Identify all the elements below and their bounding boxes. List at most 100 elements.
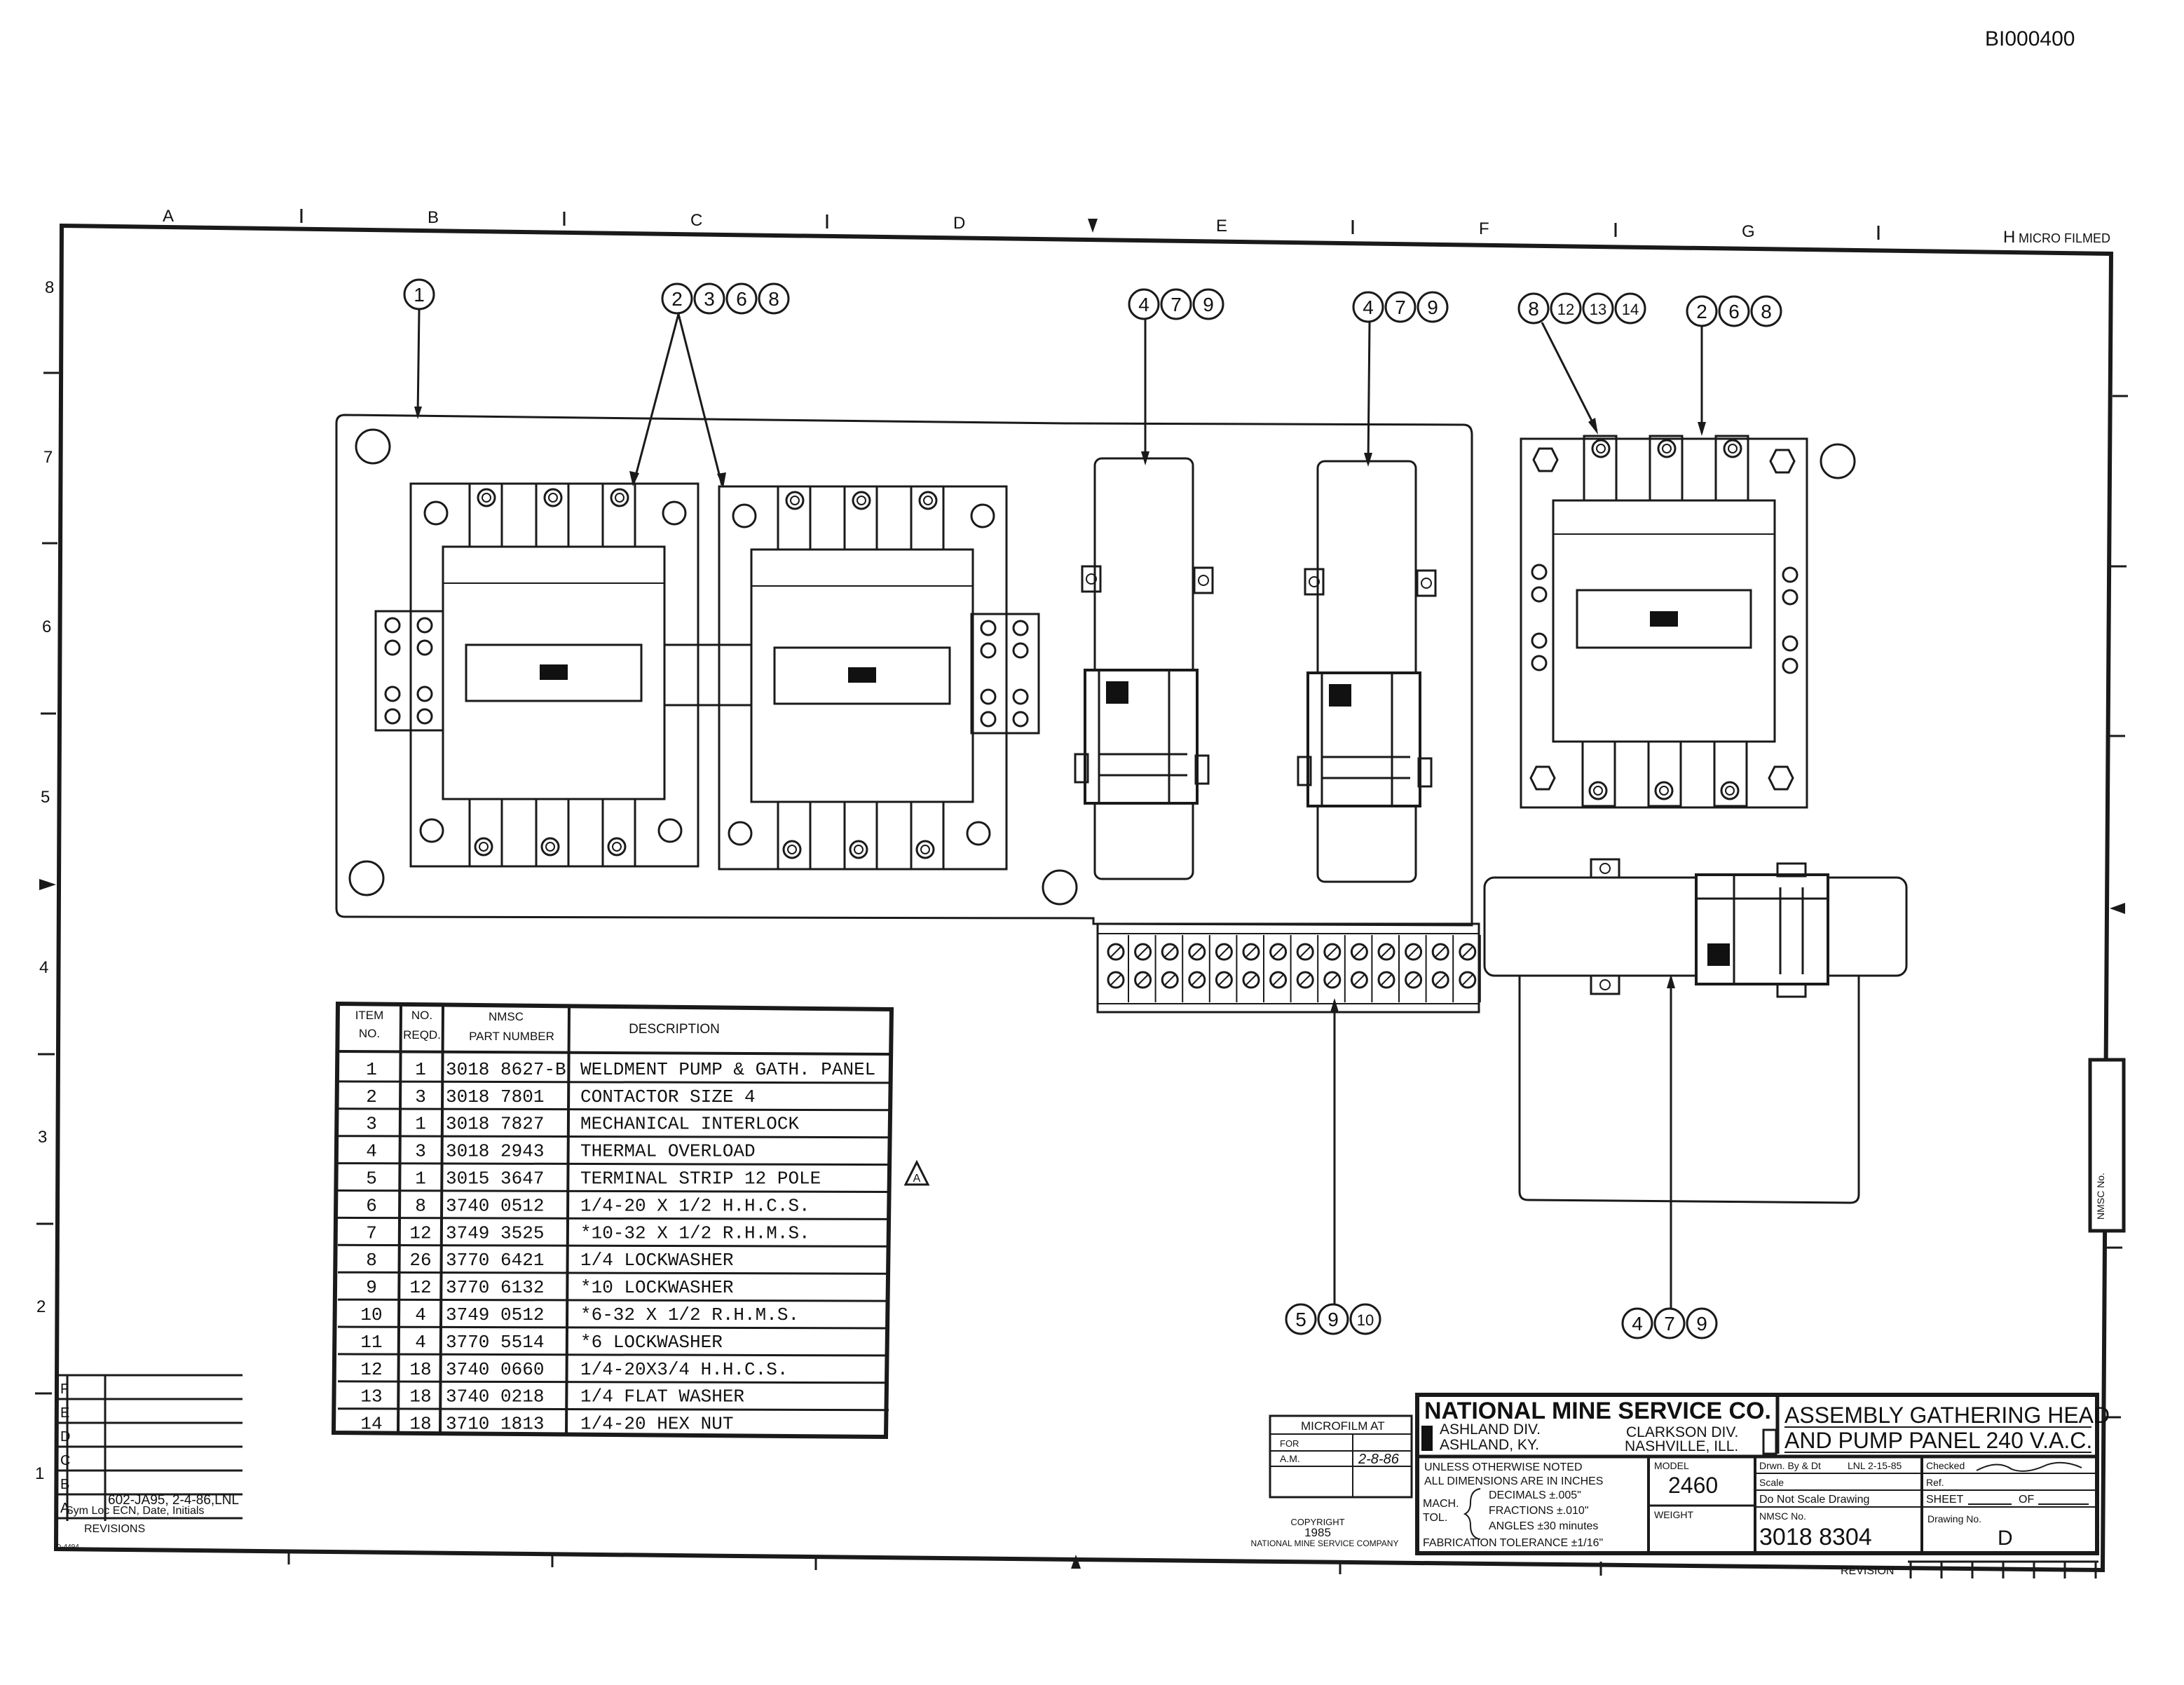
bom-part-number: 3770 5514: [446, 1332, 544, 1353]
revision-letter: D: [60, 1429, 70, 1445]
do-not-scale-note: Do Not Scale Drawing: [1759, 1494, 1869, 1506]
bom-description: WELDMENT PUMP & GATH. PANEL: [580, 1059, 875, 1080]
svg-text:9: 9: [1696, 1313, 1707, 1335]
revision-label: REVISION: [1841, 1565, 1894, 1577]
contactor-1: [374, 482, 699, 868]
checked-signature: [1976, 1461, 2082, 1472]
bom-quantity: 26: [409, 1250, 431, 1271]
mounting-hole: [348, 860, 385, 896]
zone-col-e: E: [1216, 217, 1227, 236]
svg-text:4: 4: [1632, 1313, 1643, 1335]
terminal-screw: [1242, 943, 1260, 961]
revisions-header: Sym Loc ECN, Date, Initials: [66, 1505, 204, 1517]
zone-row-2: 2: [36, 1297, 46, 1316]
balloon-callouts: 1 2 3 6 8 4 7 9: [403, 278, 1782, 1339]
bom-part-number: 3740 0218: [446, 1386, 544, 1407]
terminal-screw: [1242, 971, 1260, 989]
revision-letter: B: [60, 1477, 69, 1492]
svg-text:14: 14: [1622, 301, 1639, 318]
form-number: D-4494: [56, 1543, 79, 1551]
bom-header-description: DESCRIPTION: [629, 1022, 720, 1037]
tolerance-mach: MACH.: [1423, 1498, 1459, 1510]
svg-text:1: 1: [414, 284, 425, 306]
terminal-screw: [1405, 971, 1423, 989]
checked-label: Checked: [1926, 1460, 1965, 1471]
bom-header-item-2: NO.: [359, 1027, 380, 1040]
svg-text:13: 13: [1590, 301, 1606, 318]
svg-text:12: 12: [1557, 301, 1574, 318]
drawing-title-1: ASSEMBLY GATHERING HEAD: [1784, 1403, 2110, 1428]
bom-item-number: 9: [366, 1277, 377, 1298]
bom-part-number: 3740 0512: [446, 1195, 544, 1216]
bom-item-number: 14: [360, 1414, 382, 1435]
zone-labels-left: 8 7 6 5 4 3 2 1: [35, 278, 59, 1483]
zone-col-a: A: [163, 207, 174, 226]
bom-quantity: 12: [409, 1222, 431, 1243]
svg-text:5: 5: [1295, 1309, 1306, 1330]
nmsc-number-label: NMSC No.: [1759, 1510, 1806, 1522]
bom-description: 1/4-20X3/4 H.H.C.S.: [580, 1359, 788, 1380]
mounting-hole: [1042, 869, 1078, 906]
terminal-screw: [1188, 943, 1206, 961]
bom-description: MECHANICAL INTERLOCK: [580, 1114, 799, 1135]
microfilm-for-label: FOR: [1280, 1438, 1299, 1449]
revision-letter: F: [60, 1382, 69, 1397]
balloon-items-4-7-9-c: 4 7 9: [1621, 974, 1718, 1339]
svg-text:7: 7: [1664, 1313, 1675, 1335]
bom-description: *10-32 X 1/2 R.H.M.S.: [580, 1222, 810, 1243]
bom-quantity: 8: [415, 1195, 426, 1216]
zone-col-d: D: [953, 214, 965, 233]
zone-row-8: 8: [45, 278, 54, 297]
terminal-screw: [1161, 971, 1179, 989]
zone-row-6: 6: [42, 618, 51, 636]
tolerance-decimals: DECIMALS ±.005": [1489, 1489, 1581, 1501]
microfilmed-note: MICRO FILMED: [2019, 231, 2110, 245]
tolerance-tol: TOL.: [1423, 1512, 1447, 1524]
balloon-items-4-7-9-a: 4 7 9: [1128, 288, 1224, 465]
bom-description: 1/4 LOCKWASHER: [580, 1250, 733, 1271]
sheet-border: [53, 223, 2114, 1573]
bom-description: *6 LOCKWASHER: [580, 1332, 723, 1353]
revision-letter: C: [60, 1453, 70, 1468]
bom-description: CONTACTOR SIZE 4: [580, 1086, 756, 1107]
terminal-screw: [1269, 943, 1288, 961]
balloon-items-4-7-9-b: 4 7 9: [1352, 291, 1449, 467]
bom-description: 1/4-20 X 1/2 H.H.C.S.: [580, 1195, 810, 1216]
microfilm-am-label: A.M.: [1280, 1453, 1300, 1464]
terminal-screw: [1188, 971, 1206, 989]
model-value: 2460: [1668, 1473, 1718, 1498]
bom-description: *10 LOCKWASHER: [580, 1277, 733, 1298]
balloon-items-2-6-8: 2 6 8: [1686, 295, 1782, 436]
svg-text:4: 4: [1138, 294, 1149, 315]
bom-description: TERMINAL STRIP 12 POLE: [580, 1168, 821, 1189]
microfilm-title: MICROFILM AT: [1301, 1419, 1385, 1433]
center-mark-left: [39, 879, 56, 890]
copyright-label: COPYRIGHT: [1290, 1517, 1344, 1527]
bom-part-number: 3018 2943: [446, 1141, 544, 1162]
terminal-screw: [1215, 943, 1233, 961]
drawing-title-2: AND PUMP PANEL 240 V.A.C.: [1784, 1428, 2092, 1453]
contactor-2: [718, 485, 1040, 871]
svg-text:2: 2: [1696, 301, 1707, 322]
zone-row-5: 5: [41, 788, 50, 807]
contactor-3: [1520, 435, 1808, 809]
zone-col-h: H: [2003, 228, 2015, 247]
svg-text:9: 9: [1328, 1309, 1339, 1330]
bom-part-number: 3770 6132: [446, 1277, 544, 1298]
sheet-label: SHEET: [1926, 1494, 1964, 1506]
tolerance-note-1: UNLESS OTHERWISE NOTED: [1424, 1461, 1583, 1473]
terminal-screw: [1107, 943, 1125, 961]
zone-labels-top: A B C D E F G H MICRO FILMED: [163, 207, 2110, 247]
balloon-items-2-3-6-8: 2 3 6 8: [629, 282, 790, 488]
bom-quantity: 3: [415, 1141, 426, 1162]
thermal-overload-3: [1483, 858, 1908, 1204]
